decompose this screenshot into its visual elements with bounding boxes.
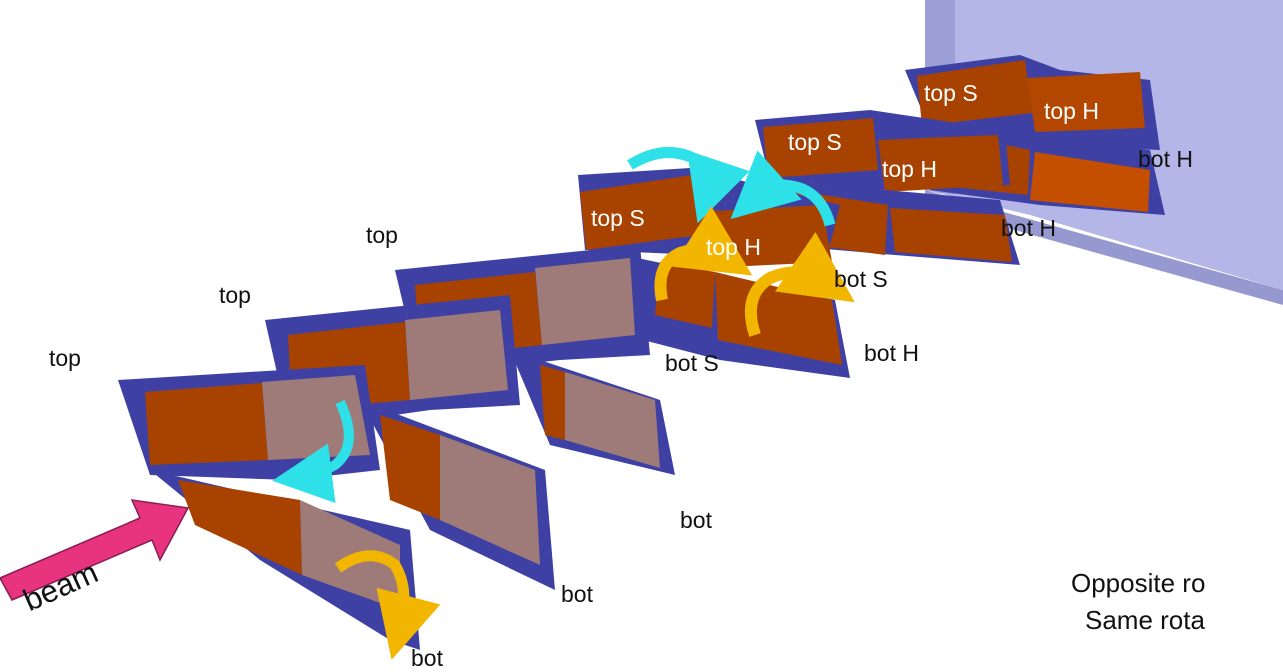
label-top-s-far: top S [924, 80, 978, 106]
cyan-rotation-arrow-icon [627, 147, 750, 224]
label-bot-1: bot [411, 645, 443, 671]
yellow-rotation-arrow-icon [334, 550, 441, 660]
label-bot-s-near: bot S [665, 350, 719, 376]
label-bot-h-far: bot H [1138, 146, 1193, 172]
cyan-rotation-arrow-icon [272, 399, 354, 504]
label-bot-3: bot [680, 507, 712, 533]
beam-arrow-icon [0, 499, 190, 601]
label-bot-h-near: bot H [864, 340, 919, 366]
label-top-s-near: top S [591, 205, 645, 231]
label-bot-s-mid: bot S [834, 266, 888, 292]
label-bot-h-mid: bot H [1001, 215, 1056, 241]
note-same-rotation: Same rota [1085, 605, 1205, 635]
label-top-h-near: top H [706, 234, 761, 260]
yellow-rotation-arrow-icon [654, 206, 753, 302]
label-top-1: top [49, 345, 81, 371]
label-top-h-far: top H [1044, 98, 1099, 124]
label-top-s-mid: top S [788, 129, 842, 155]
note-opposite-rotation: Opposite ro [1071, 568, 1206, 598]
cyan-rotation-arrow-icon [730, 150, 836, 227]
yellow-rotation-arrow-icon [744, 231, 855, 337]
label-bot-2: bot [561, 581, 593, 607]
label-top-3: top [366, 222, 398, 248]
label-top-h-mid: top H [882, 156, 937, 182]
rotation-arrows [272, 147, 855, 660]
label-top-2: top [219, 282, 251, 308]
